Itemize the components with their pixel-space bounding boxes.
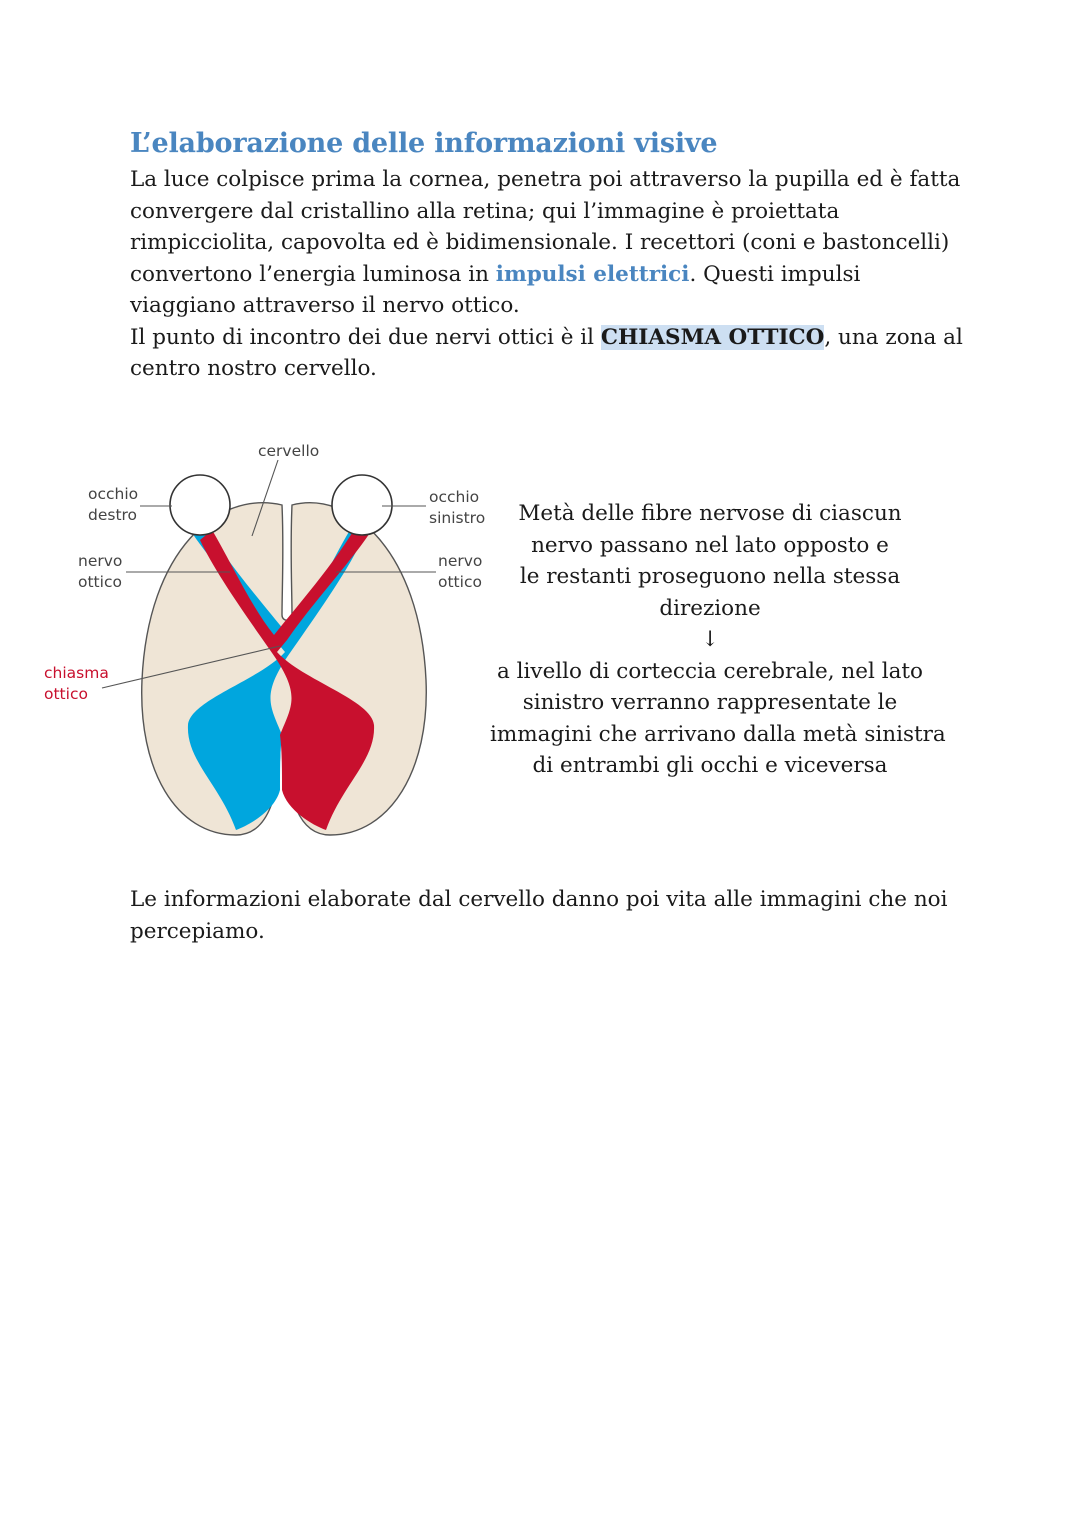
intro-line: centro nostro cervello. xyxy=(130,356,377,381)
conclusion-paragraph: Le informazioni elaborate dal cervello d… xyxy=(130,884,960,947)
side-note-line: di entrambi gli occhi e viceversa xyxy=(532,753,888,778)
label-chiasma-ottico: ottico xyxy=(44,685,88,703)
intro-text: convertono l’energia luminosa in xyxy=(130,261,496,287)
intro-line: viaggiano attraverso il nervo ottico. xyxy=(130,293,520,318)
blue-fiber-right-eye xyxy=(180,510,362,830)
conclusion-line: Le informazioni elaborate dal cervello d… xyxy=(130,887,948,912)
intro-paragraph: La luce colpisce prima la cornea, penetr… xyxy=(130,164,963,385)
side-note-line: direzione xyxy=(659,595,761,621)
side-note-line: sinistro verranno rappresentate le xyxy=(522,690,898,715)
intro-line: La luce colpisce prima la cornea, penetr… xyxy=(130,167,961,192)
side-note-line: Metà delle fibre nervose di ciascun xyxy=(518,501,902,526)
side-note-line: immagini che arrivano dalla metà sinistr… xyxy=(490,721,946,747)
label-chiasma-ottico: chiasma xyxy=(44,664,109,682)
side-note: Metà delle fibre nervose di ciascun nerv… xyxy=(490,498,946,782)
label-cervello: cervello xyxy=(258,442,319,460)
optic-chiasm-diagram: cervello occhio destro nervo ottico chia… xyxy=(30,430,500,850)
intro-line: convertono l’energia luminosa in impulsi… xyxy=(130,259,960,291)
section-heading: L’elaborazione delle informazioni visive xyxy=(130,128,718,159)
label-occhio-sinistro: occhio xyxy=(429,488,479,506)
label-nervo-ottico-dx: nervo xyxy=(78,552,122,570)
chiasma-ottico-highlight: CHIASMA OTTICO xyxy=(600,324,825,350)
label-occhio-destro: occhio xyxy=(88,485,138,503)
label-occhio-destro: destro xyxy=(88,506,137,524)
intro-line: rimpicciolita, capovolta ed è bidimensio… xyxy=(130,230,950,255)
right-eye xyxy=(169,474,231,536)
left-eye xyxy=(331,474,393,536)
down-arrow-icon: ↓ xyxy=(700,627,719,652)
intro-line: convergere dal cristallino alla retina; … xyxy=(130,198,840,224)
side-note-line: le restanti proseguono nella stessa xyxy=(519,564,901,589)
label-occhio-sinistro: sinistro xyxy=(429,509,485,527)
label-nervo-ottico-sx: ottico xyxy=(438,573,482,591)
intro-text: Il punto di incontro dei due nervi ottic… xyxy=(130,324,601,350)
impulsi-elettrici-highlight: impulsi elettrici xyxy=(495,261,690,287)
intro-text: . Questi impulsi xyxy=(689,261,861,287)
intro-text: , una zona al xyxy=(824,324,963,350)
red-fiber-left-eye xyxy=(200,510,382,830)
side-note-line: nervo passano nel lato opposto e xyxy=(531,532,889,558)
intro-line: Il punto di incontro dei due nervi ottic… xyxy=(130,322,963,354)
side-note-line: a livello di corteccia cerebrale, nel la… xyxy=(497,658,923,684)
label-nervo-ottico-sx: nervo xyxy=(438,552,482,570)
conclusion-line: percepiamo. xyxy=(130,918,265,944)
label-nervo-ottico-dx: ottico xyxy=(78,573,122,591)
